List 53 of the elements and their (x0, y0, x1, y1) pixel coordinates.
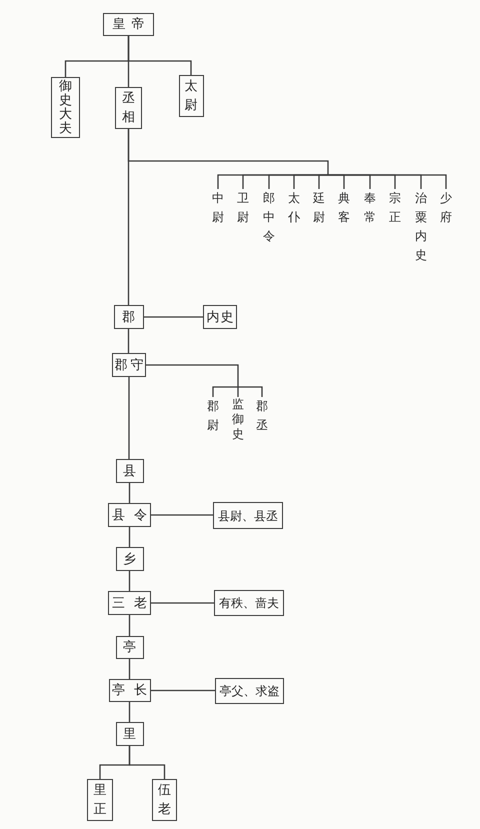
connector-line (128, 702, 130, 722)
org-box: 里正 (87, 779, 113, 821)
org-box: 三老 (108, 591, 151, 615)
connector-line (128, 483, 130, 503)
connector-line (128, 615, 130, 636)
org-box: 亭长 (108, 679, 150, 702)
org-box: 乡 (116, 547, 144, 571)
office-label: 奉常 (364, 189, 376, 227)
office-label: 治粟内史 (415, 189, 427, 265)
connector-line (128, 36, 192, 75)
org-box: 有秩、啬夫 (214, 590, 284, 616)
connector-line (150, 690, 215, 692)
connector-line (151, 514, 213, 516)
connector-line (128, 329, 130, 353)
connector-line (238, 386, 263, 397)
office-label: 卫尉 (237, 189, 249, 227)
office-label: 监御史 (232, 397, 244, 442)
connector-line (144, 316, 203, 318)
org-box: 里 (116, 722, 144, 746)
office-label: 廷尉 (313, 189, 325, 227)
connector-line (128, 659, 130, 679)
connector-line (237, 386, 239, 397)
connector-line (212, 386, 238, 397)
office-label: 太仆 (288, 189, 300, 227)
connector-line (128, 571, 130, 591)
connector-line (146, 364, 239, 387)
connector-line (128, 527, 130, 547)
org-box: 皇帝 (103, 13, 154, 36)
office-label: 少府 (440, 189, 452, 227)
office-label: 典客 (338, 189, 350, 227)
connector-line (328, 174, 447, 189)
org-box: 丞相 (115, 87, 142, 129)
connector-line (318, 174, 328, 189)
office-label: 郡尉 (207, 397, 219, 435)
org-box: 伍老 (152, 779, 177, 821)
connector-line (128, 129, 130, 305)
org-box: 郡 (114, 305, 144, 329)
connector-line (151, 602, 214, 604)
org-box: 亭 (116, 636, 144, 659)
connector-line (128, 377, 130, 459)
org-box: 县 (116, 459, 144, 483)
connector-line (128, 746, 166, 779)
org-box: 亭父、求盗 (215, 678, 284, 704)
org-box: 郡守 (112, 353, 146, 377)
org-box: 御史大夫 (51, 77, 80, 138)
org-box: 太尉 (178, 75, 204, 117)
office-label: 郎中令 (263, 189, 275, 246)
org-box: 县令 (108, 503, 151, 527)
org-box: 内史 (203, 305, 237, 329)
org-box: 县尉、县丞 (213, 502, 283, 529)
office-label: 中尉 (212, 189, 224, 227)
office-label: 郡丞 (256, 397, 268, 435)
office-label: 宗正 (389, 189, 401, 227)
